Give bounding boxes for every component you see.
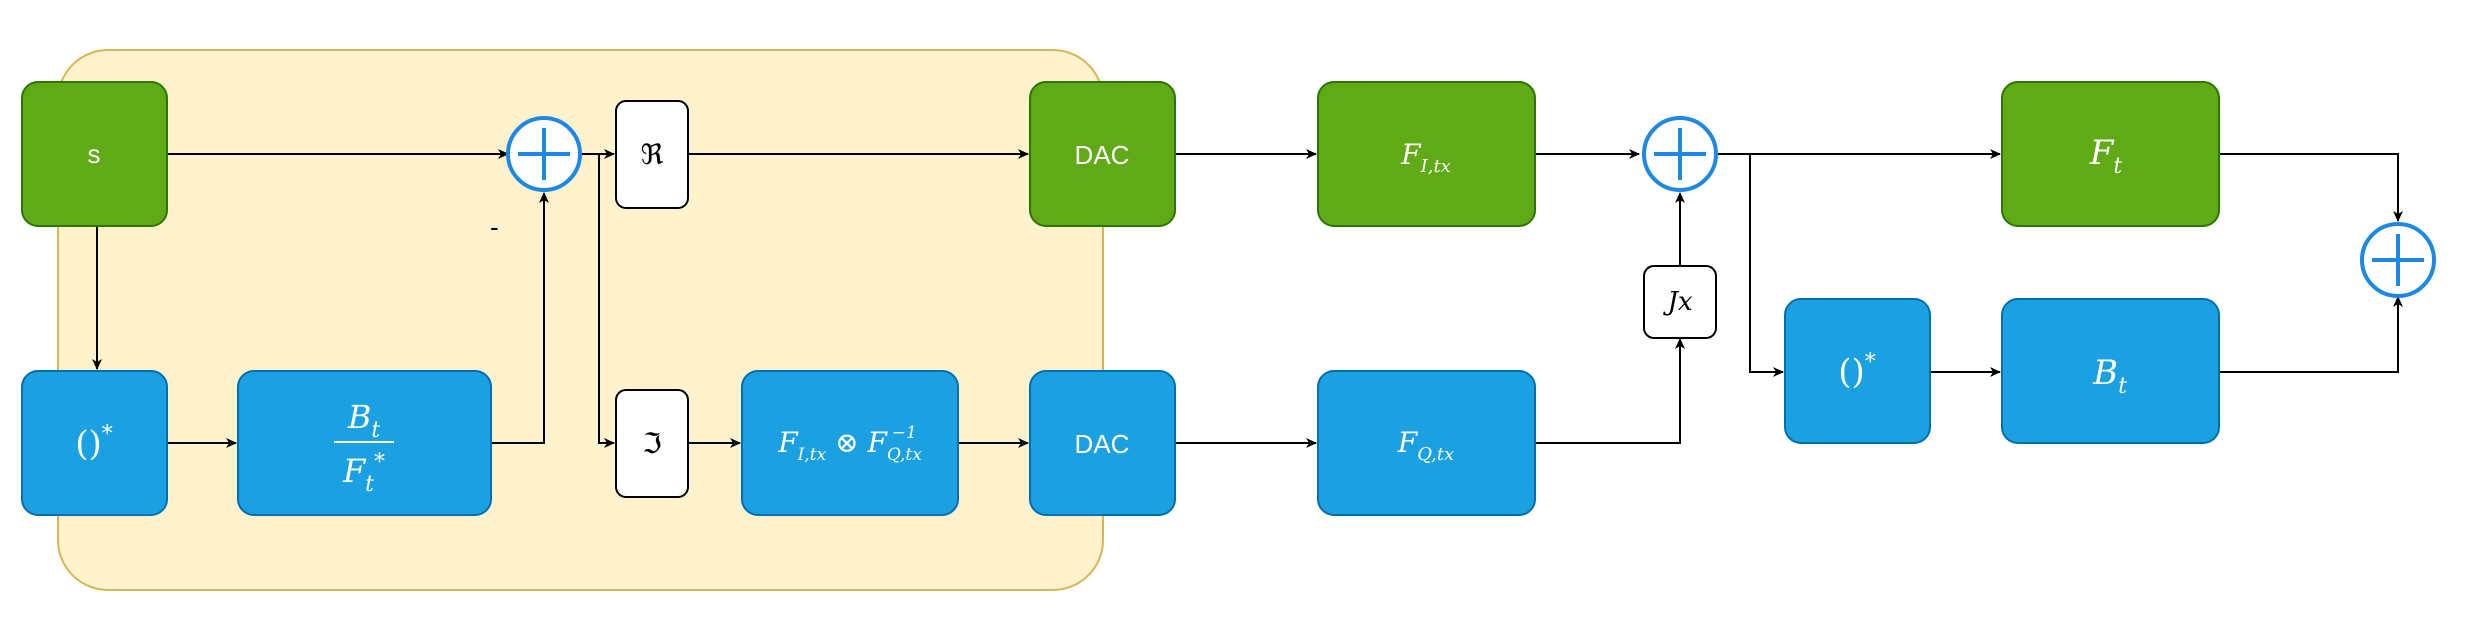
adder-2[interactable] — [1642, 116, 1718, 192]
block-conjugate-2[interactable]: ()* — [1784, 298, 1931, 444]
connectors — [92, 149, 2403, 448]
adder-3[interactable] — [2360, 222, 2436, 298]
block-s-label: s — [88, 139, 101, 169]
block-jx[interactable]: Jx — [1643, 265, 1717, 339]
block-ft[interactable]: Ft — [2001, 81, 2220, 227]
minus-sign: - — [490, 212, 499, 242]
edge-fq-to-jx — [1535, 338, 1685, 444]
edge-adder-to-im — [598, 154, 615, 448]
block-ratio[interactable]: Bt Ft* — [237, 370, 492, 516]
block-dac-bottom-label: DAC — [1075, 429, 1130, 459]
block-dac-top[interactable]: DAC — [1029, 81, 1176, 227]
block-fq-tx[interactable]: FQ,tx — [1317, 370, 1536, 516]
block-imag-part-label: ℑ — [642, 427, 662, 460]
adder-1[interactable] — [506, 116, 582, 192]
block-real-part-label: ℜ — [641, 138, 664, 171]
block-real-part[interactable]: ℜ — [615, 100, 689, 209]
block-bt[interactable]: Bt — [2001, 298, 2220, 444]
block-iq-filter[interactable]: FI,tx ⊗ FQ,tx−1 — [741, 370, 959, 516]
block-dac-bottom[interactable]: DAC — [1029, 370, 1176, 516]
block-conjugate-1[interactable]: ()* — [21, 370, 168, 516]
block-fi-tx[interactable]: FI,tx — [1317, 81, 1536, 227]
block-dac-top-label: DAC — [1075, 140, 1130, 170]
edge-adder-to-conj — [1749, 154, 1784, 377]
block-s[interactable]: s — [21, 81, 168, 227]
block-jx-label: Jx — [1662, 287, 1692, 317]
edge-bt-to-adder — [2219, 296, 2403, 373]
edge-ratio-to-adder — [491, 192, 549, 444]
edge-ft-to-adder — [2219, 153, 2403, 222]
block-imag-part[interactable]: ℑ — [615, 389, 689, 498]
